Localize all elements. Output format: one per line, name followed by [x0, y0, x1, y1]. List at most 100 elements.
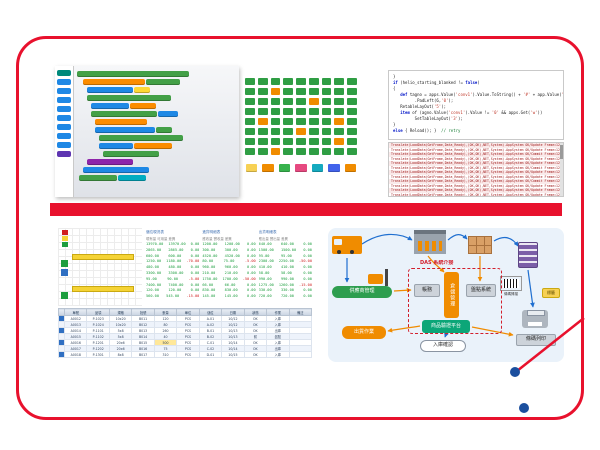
grid-node [308, 118, 319, 125]
inventory-group-columns: 應收量 實收量 差異 [202, 237, 232, 241]
grid-node [283, 128, 294, 135]
verify-platform-box: 商品驗證平台 [422, 320, 470, 333]
grid-node [347, 148, 357, 155]
block-row [87, 159, 236, 165]
grid-node [334, 108, 345, 115]
boxes-icon [468, 236, 492, 254]
log-line: Translate(LoadData(GetFrame,Data_Ready),… [389, 170, 563, 175]
das-note: DAS 系統介接 [420, 260, 454, 267]
table-cell: PCS [176, 357, 200, 358]
grid-node [257, 118, 268, 125]
block-row [77, 71, 236, 77]
toolbox-block [57, 88, 71, 94]
grid-node [283, 118, 294, 125]
orders-table-header: 單號品項規格批號數量單位儲位日期狀態作業備註 [58, 308, 312, 316]
table-column-header: 儲位 [198, 308, 223, 316]
inventory-group-title: 儲位現況表 [146, 230, 164, 234]
grid-node [270, 148, 281, 155]
label-tag-box: 標籤 [542, 288, 560, 298]
code-block [99, 143, 133, 149]
grid-node [257, 108, 268, 115]
grid-node [245, 118, 255, 125]
table-column-header: 備註 [288, 308, 312, 316]
table-cell: OK [243, 357, 268, 358]
block-row [83, 167, 236, 173]
blockly-toolbox [55, 66, 74, 197]
code-block [83, 167, 149, 173]
grid-node [245, 88, 255, 95]
legend-chip [311, 164, 324, 172]
log-line: Translate(LoadData(GetFrame,Data_Ready),… [391, 192, 563, 197]
block-row [103, 151, 236, 157]
inventory-group-columns: 現有量 可用量 差異 [146, 237, 176, 241]
grid-node [321, 78, 332, 85]
code-block [91, 103, 129, 109]
grid-node [308, 78, 319, 85]
code-line: item of (agno.Value('conv1').Value != '0… [393, 110, 543, 115]
grid-node [321, 118, 332, 125]
table-cell: P-1302 [86, 357, 110, 358]
grid-node [296, 138, 306, 145]
red-divider-bar [50, 203, 562, 216]
wms-box: 倉儲管理 [444, 272, 459, 318]
grid-node [296, 128, 306, 135]
toolbox-block [57, 70, 71, 76]
block-row [91, 111, 236, 117]
code-block [79, 175, 117, 181]
block-row [87, 95, 236, 101]
grid-node [334, 78, 345, 85]
code-block [87, 159, 133, 165]
table-cell: 8x8 [108, 357, 133, 358]
log-line: Translate(LoadData(GetFrame,Data_Ready),… [389, 188, 563, 193]
table-cell: D-02 [198, 357, 223, 358]
code-block [91, 111, 157, 117]
legend-chip [328, 164, 340, 172]
table-column-header: 品項 [86, 308, 110, 316]
table-column-header: 日期 [221, 308, 245, 316]
grid-node [270, 108, 281, 115]
toolbox-block [57, 151, 71, 157]
grid-node [347, 118, 357, 125]
status-block-icon [61, 292, 68, 299]
grid-node [321, 138, 332, 145]
grid-node [347, 108, 357, 115]
grid-node [270, 98, 281, 105]
table-cell: B018 [131, 357, 155, 358]
log-line: Translate(LoadData(GetFrame,Data_Ready),… [391, 174, 563, 179]
grid-node [308, 148, 319, 155]
grid-node [245, 108, 255, 115]
toolbox-block [57, 124, 71, 130]
block-row [87, 87, 236, 93]
table-column-header: 數量 [153, 308, 178, 316]
code-line: { [393, 86, 396, 91]
node-grid-legend [243, 157, 359, 172]
grid-node [296, 118, 306, 125]
grid-node [257, 88, 268, 95]
grid-node [245, 148, 255, 155]
grid-node [296, 148, 306, 155]
grid-node [283, 98, 294, 105]
toolbox-block [57, 97, 71, 103]
code-block [87, 87, 133, 93]
barcode-print-box: 條碼列印 [516, 334, 556, 346]
table-column-header: 單號 [63, 308, 88, 316]
console-log-screenshot: Translate(LoadData(GetFrame,Data_Ready),… [388, 142, 564, 197]
toolbox-block [57, 106, 71, 112]
table-cell: A0019 [63, 357, 88, 358]
grid-node [283, 88, 294, 95]
